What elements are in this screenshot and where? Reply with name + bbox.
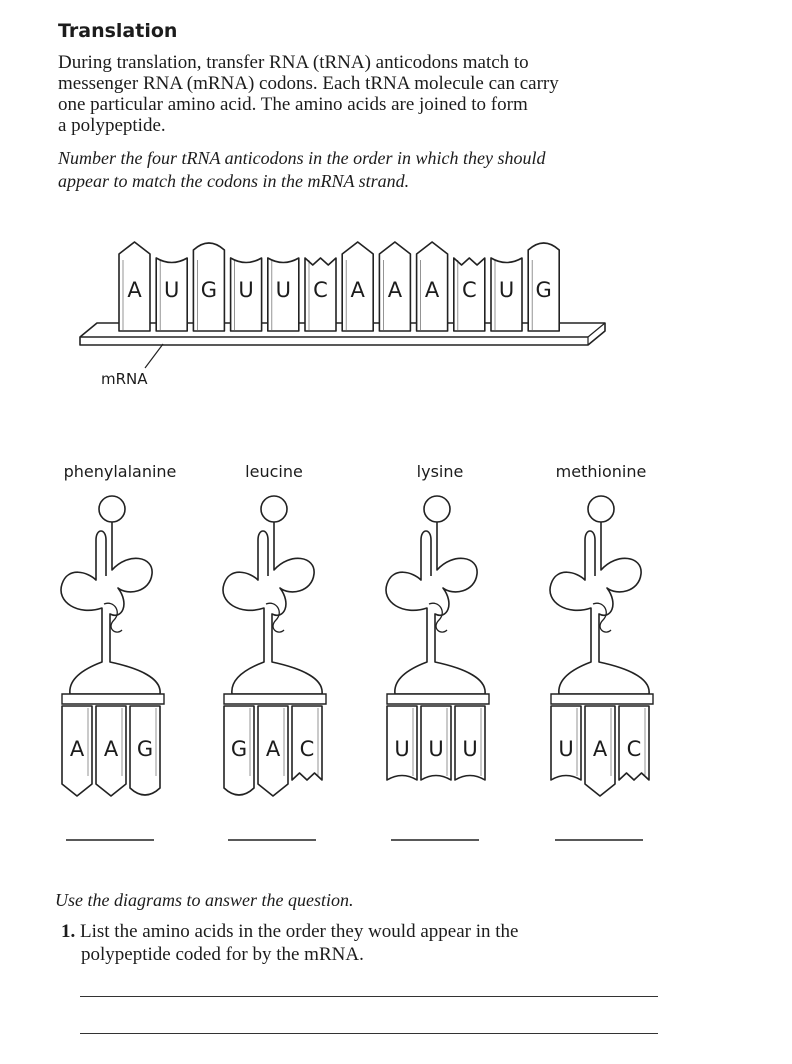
mrna-base: A xyxy=(119,242,150,331)
mrna-base-letter: U xyxy=(238,278,253,302)
anticodon-base: C xyxy=(619,706,649,780)
question-number: 1. xyxy=(61,921,75,942)
mrna-base-letter: U xyxy=(499,278,514,302)
amino-acid-ball xyxy=(99,496,125,522)
trna-body xyxy=(386,522,485,694)
mrna-base: G xyxy=(193,243,224,331)
mrna-base-letter: A xyxy=(351,278,366,302)
anticodon-letter: A xyxy=(104,737,119,761)
mrna-base: C xyxy=(305,258,336,331)
trna-body xyxy=(550,522,649,694)
anticodon-letter: U xyxy=(394,737,409,761)
anticodon-arm xyxy=(387,694,489,704)
anticodon-letter: U xyxy=(462,737,477,761)
anticodon-base: A xyxy=(585,706,615,796)
mrna-base: C xyxy=(454,258,485,331)
mrna-base: A xyxy=(417,242,448,331)
anticodon-letter: U xyxy=(428,737,443,761)
anticodon-base: C xyxy=(292,706,322,780)
trna-body xyxy=(61,522,160,694)
anticodon-letter: C xyxy=(300,737,315,761)
mrna-base: U xyxy=(491,258,522,331)
anticodon-base: G xyxy=(224,706,254,795)
answer-line[interactable] xyxy=(80,996,658,997)
mrna-base: U xyxy=(231,258,262,331)
mrna-label-pointer xyxy=(145,344,163,368)
amino-acid-ball xyxy=(261,496,287,522)
mrna-base-letter: C xyxy=(313,278,328,302)
anticodon-letter: G xyxy=(137,737,153,761)
mrna-base: U xyxy=(156,258,187,331)
anticodon-letter: A xyxy=(593,737,608,761)
mrna-base-letter: U xyxy=(276,278,291,302)
anticodon-base: U xyxy=(387,706,417,780)
question-intro: Use the diagrams to answer the question. xyxy=(55,890,354,911)
anticodon-letter: C xyxy=(627,737,642,761)
anticodon-arm xyxy=(224,694,326,704)
mrna-base-letter: G xyxy=(201,278,217,302)
anticodon-base: U xyxy=(551,706,581,780)
mrna-base-letter: G xyxy=(536,278,552,302)
anticodon-base: G xyxy=(130,706,160,795)
amino-acid-ball xyxy=(424,496,450,522)
amino-acid-label: lysine xyxy=(417,462,464,481)
anticodon-letter: A xyxy=(70,737,85,761)
trna-body xyxy=(223,522,322,694)
amino-acid-ball xyxy=(588,496,614,522)
amino-acid-label: phenylalanine xyxy=(64,462,177,481)
question-1: 1. List the amino acids in the order the… xyxy=(61,920,518,966)
mrna-base-letter: A xyxy=(388,278,403,302)
question-line: List the amino acids in the order they w… xyxy=(80,921,518,942)
mrna-base: A xyxy=(342,242,373,331)
anticodon-base: U xyxy=(455,706,485,780)
anticodon-letter: G xyxy=(231,737,247,761)
amino-acid-label: leucine xyxy=(245,462,303,481)
anticodon-base: U xyxy=(421,706,451,780)
amino-acid-label: methionine xyxy=(556,462,647,481)
anticodon-base: A xyxy=(258,706,288,796)
mrna-base-letter: U xyxy=(164,278,179,302)
anticodon-arm xyxy=(551,694,653,704)
anticodon-letter: A xyxy=(266,737,281,761)
anticodon-base: A xyxy=(96,706,126,796)
anticodon-base: A xyxy=(62,706,92,796)
mrna-base: U xyxy=(268,258,299,331)
mrna-base: A xyxy=(379,242,410,331)
mrna-base-letter: C xyxy=(462,278,477,302)
mrna-base: G xyxy=(528,243,559,331)
answer-line[interactable] xyxy=(80,1033,658,1034)
mrna-base-letter: A xyxy=(127,278,142,302)
mrna-base-letter: A xyxy=(425,278,440,302)
question-line: polypeptide coded for by the mRNA. xyxy=(61,943,518,966)
anticodon-letter: U xyxy=(558,737,573,761)
mrna-label: mRNA xyxy=(101,370,148,388)
anticodon-arm xyxy=(62,694,164,704)
